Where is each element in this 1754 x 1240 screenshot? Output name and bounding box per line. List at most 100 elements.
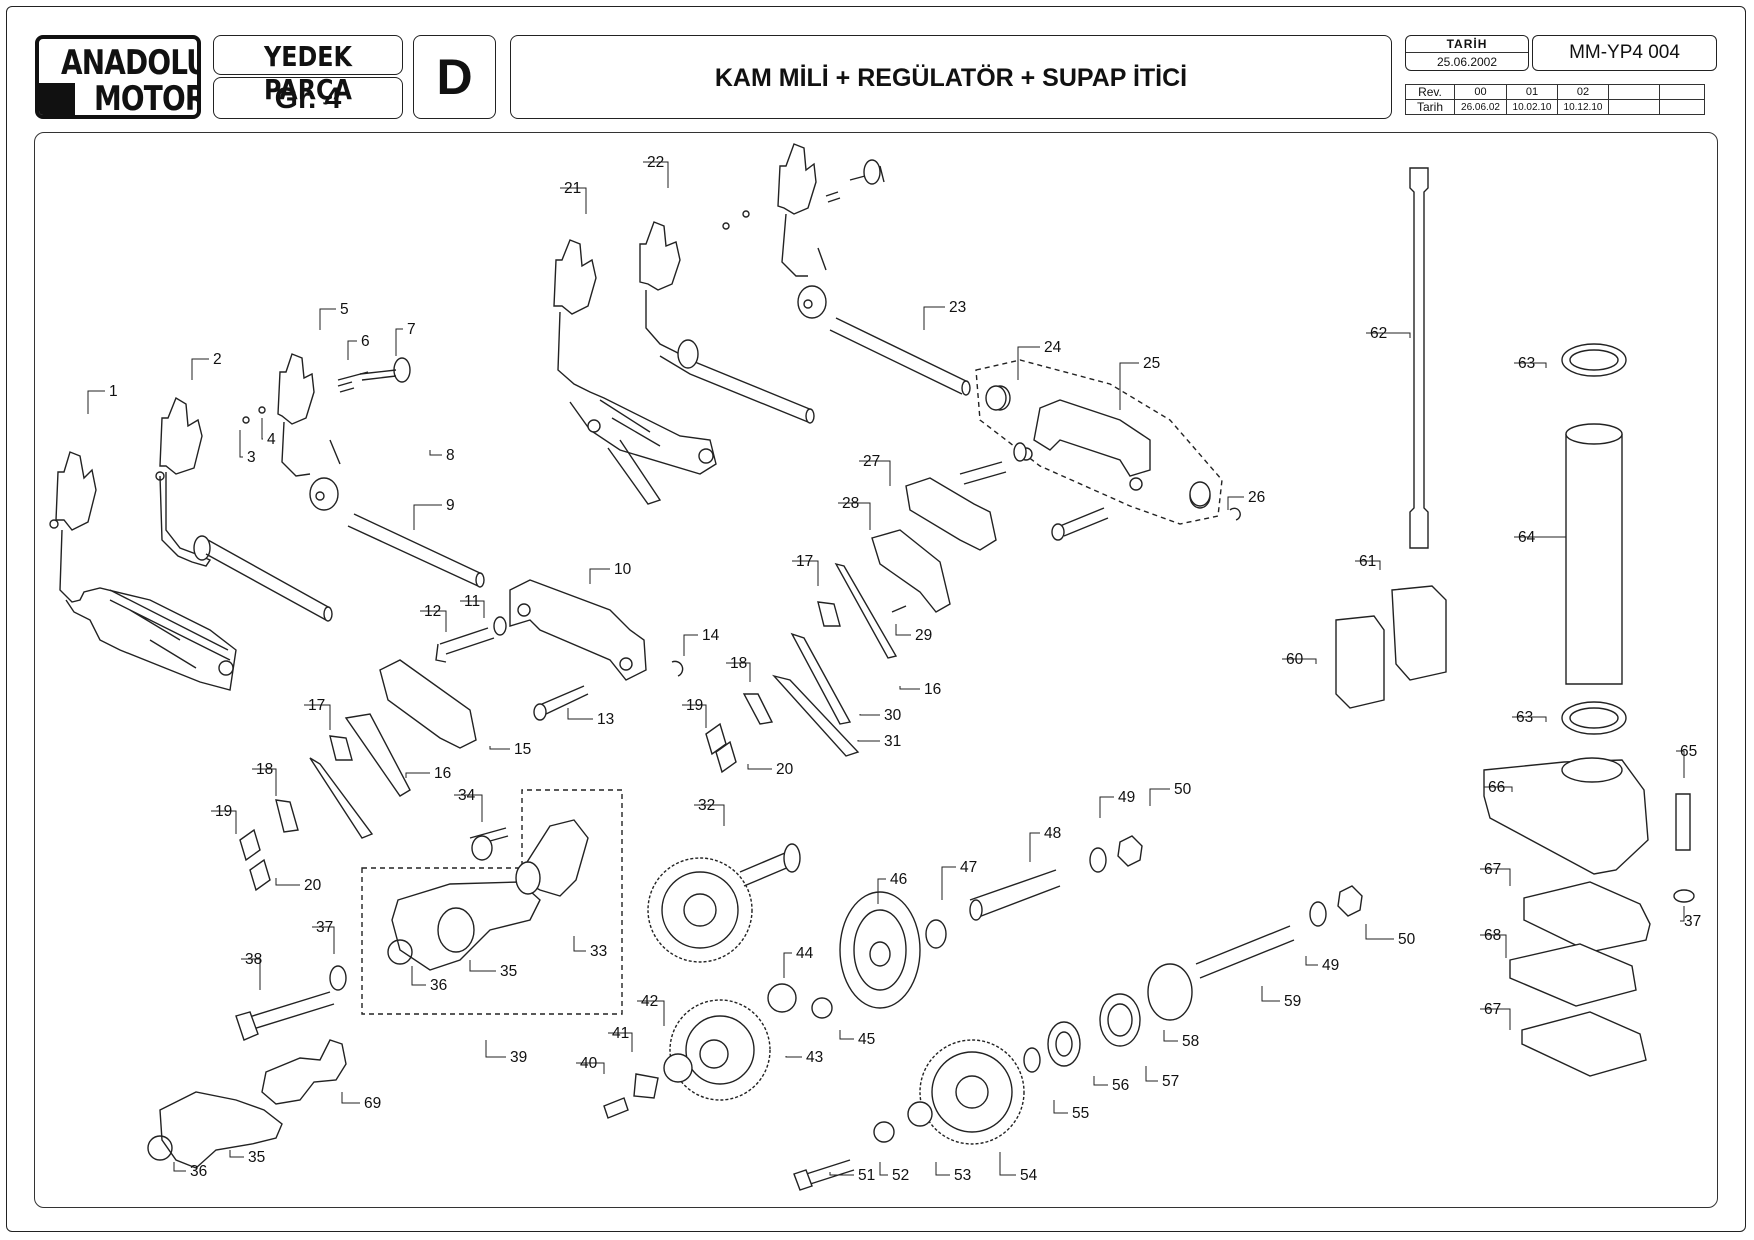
bracket-66 [1483, 757, 1695, 903]
part-callout-11: 11 [464, 593, 480, 610]
callout-leader-line [191, 358, 209, 380]
shaft-48 [969, 835, 1143, 921]
callout-leader-line [877, 878, 886, 904]
callout-leader-line [859, 460, 891, 486]
callout-leader-line [211, 810, 237, 834]
part-callout-18: 18 [730, 655, 747, 672]
callout-leader-line [560, 187, 587, 214]
shaft-23 [829, 317, 971, 396]
part-callout-6: 6 [361, 333, 370, 350]
plates-15-16 [275, 562, 898, 839]
part-callout-4: 4 [267, 431, 276, 448]
part-callout-67: 67 [1484, 861, 1501, 878]
callout-leader-line [1227, 496, 1244, 510]
part-callout-7: 7 [407, 321, 416, 338]
part-callout-68: 68 [1484, 927, 1501, 944]
callout-leader-line [999, 1152, 1016, 1176]
part-callout-59: 59 [1284, 993, 1301, 1010]
part-callout-43: 43 [806, 1049, 823, 1066]
shift-fork-assembly-21 [553, 221, 815, 505]
part-callout-36: 36 [190, 1163, 207, 1180]
shaft-9 [205, 513, 485, 622]
governor-arm-25 [975, 359, 1223, 525]
bushings [985, 385, 1241, 521]
part-callout-5: 5 [340, 301, 349, 318]
callout-leader-line [1366, 332, 1411, 338]
callout-leader-line [785, 1056, 802, 1058]
shift-fork-assembly-1 [49, 451, 237, 691]
group-title: YEDEK PARÇA [264, 40, 352, 106]
callout-leader-line [454, 794, 483, 822]
part-callout-27: 27 [863, 453, 880, 470]
part-callout-60: 60 [1286, 651, 1304, 668]
callout-leader-line [1029, 832, 1040, 862]
part-callout-57: 57 [1162, 1073, 1179, 1090]
logo-line1: ANADOLU [61, 43, 201, 83]
callout-leader-line [1149, 788, 1170, 806]
shaft-59-group [1023, 885, 1363, 1073]
rev-number: 02 [1557, 84, 1609, 100]
part-callout-58: 58 [1182, 1033, 1199, 1050]
callout-leader-line [1514, 362, 1547, 368]
small-hardware [242, 159, 885, 465]
part-callout-32: 32 [698, 797, 715, 814]
callout-leader-line [839, 1030, 854, 1040]
callout-leader-line [829, 1172, 854, 1176]
governor-arm-10 [509, 579, 647, 681]
part-callout-19: 19 [686, 697, 703, 714]
pulley-46 [839, 891, 947, 1009]
callout-leader-line [429, 450, 442, 456]
part-callout-63: 63 [1516, 709, 1533, 726]
callout-leader-line [469, 960, 496, 972]
callout-leader-line [347, 340, 357, 360]
part-callout-21: 21 [564, 180, 581, 197]
callout-leader-line [173, 1162, 186, 1172]
camshaft-gear-32 [647, 843, 801, 963]
callout-leader-line [1119, 362, 1139, 410]
callout-leader-line [241, 958, 261, 990]
callout-leader-line [1365, 924, 1394, 940]
callout-leader-line [229, 1150, 244, 1158]
callout-leader-line [485, 1040, 506, 1058]
part-callout-16: 16 [924, 681, 941, 698]
part-callout-18: 18 [256, 761, 273, 778]
callout-leader-line [747, 764, 772, 770]
group-title-box: YEDEK PARÇA [213, 35, 403, 106]
part-callout-40: 40 [580, 1055, 598, 1072]
part-callout-12: 12 [424, 603, 441, 620]
callout-leader-line [857, 740, 880, 742]
part-callout-62: 62 [1370, 325, 1387, 342]
part-callout-61: 61 [1359, 553, 1376, 570]
part-callout-10: 10 [614, 561, 632, 578]
tube-64 [1561, 343, 1627, 735]
rev-number: 01 [1506, 84, 1558, 100]
callout-leader-line [1163, 1030, 1178, 1042]
part-callout-17: 17 [796, 553, 813, 570]
callout-leader-line [1099, 796, 1114, 818]
part-callout-34: 34 [458, 787, 476, 804]
callout-leader-line [395, 328, 403, 356]
callout-leader-line [1017, 346, 1040, 380]
callout-leader-line [1512, 716, 1547, 722]
exploded-view-area [34, 132, 1718, 1208]
callout-leader-line [1514, 536, 1567, 542]
part-callout-47: 47 [960, 859, 977, 876]
part-callout-55: 55 [1072, 1105, 1089, 1122]
part-callout-69: 69 [364, 1095, 381, 1112]
callout-leader-line [923, 306, 945, 330]
callout-leader-line [275, 878, 300, 886]
callout-leader-line [1676, 750, 1685, 778]
callout-leader-line [239, 430, 243, 458]
callout-leader-line [304, 704, 331, 730]
part-callout-20: 20 [776, 761, 794, 778]
part-callout-15: 15 [514, 741, 531, 758]
callout-leader-line [1261, 986, 1280, 1002]
part-callout-48: 48 [1044, 825, 1061, 842]
gear-43-group [603, 983, 833, 1119]
shift-fork-5-left [277, 353, 339, 511]
screws-and-washers [435, 442, 1109, 721]
date-value: 25.06.2002 [1436, 55, 1498, 69]
bolt-38-group [235, 965, 347, 1105]
callout-leader-line [783, 952, 792, 978]
bolts-19-20 [239, 722, 737, 892]
